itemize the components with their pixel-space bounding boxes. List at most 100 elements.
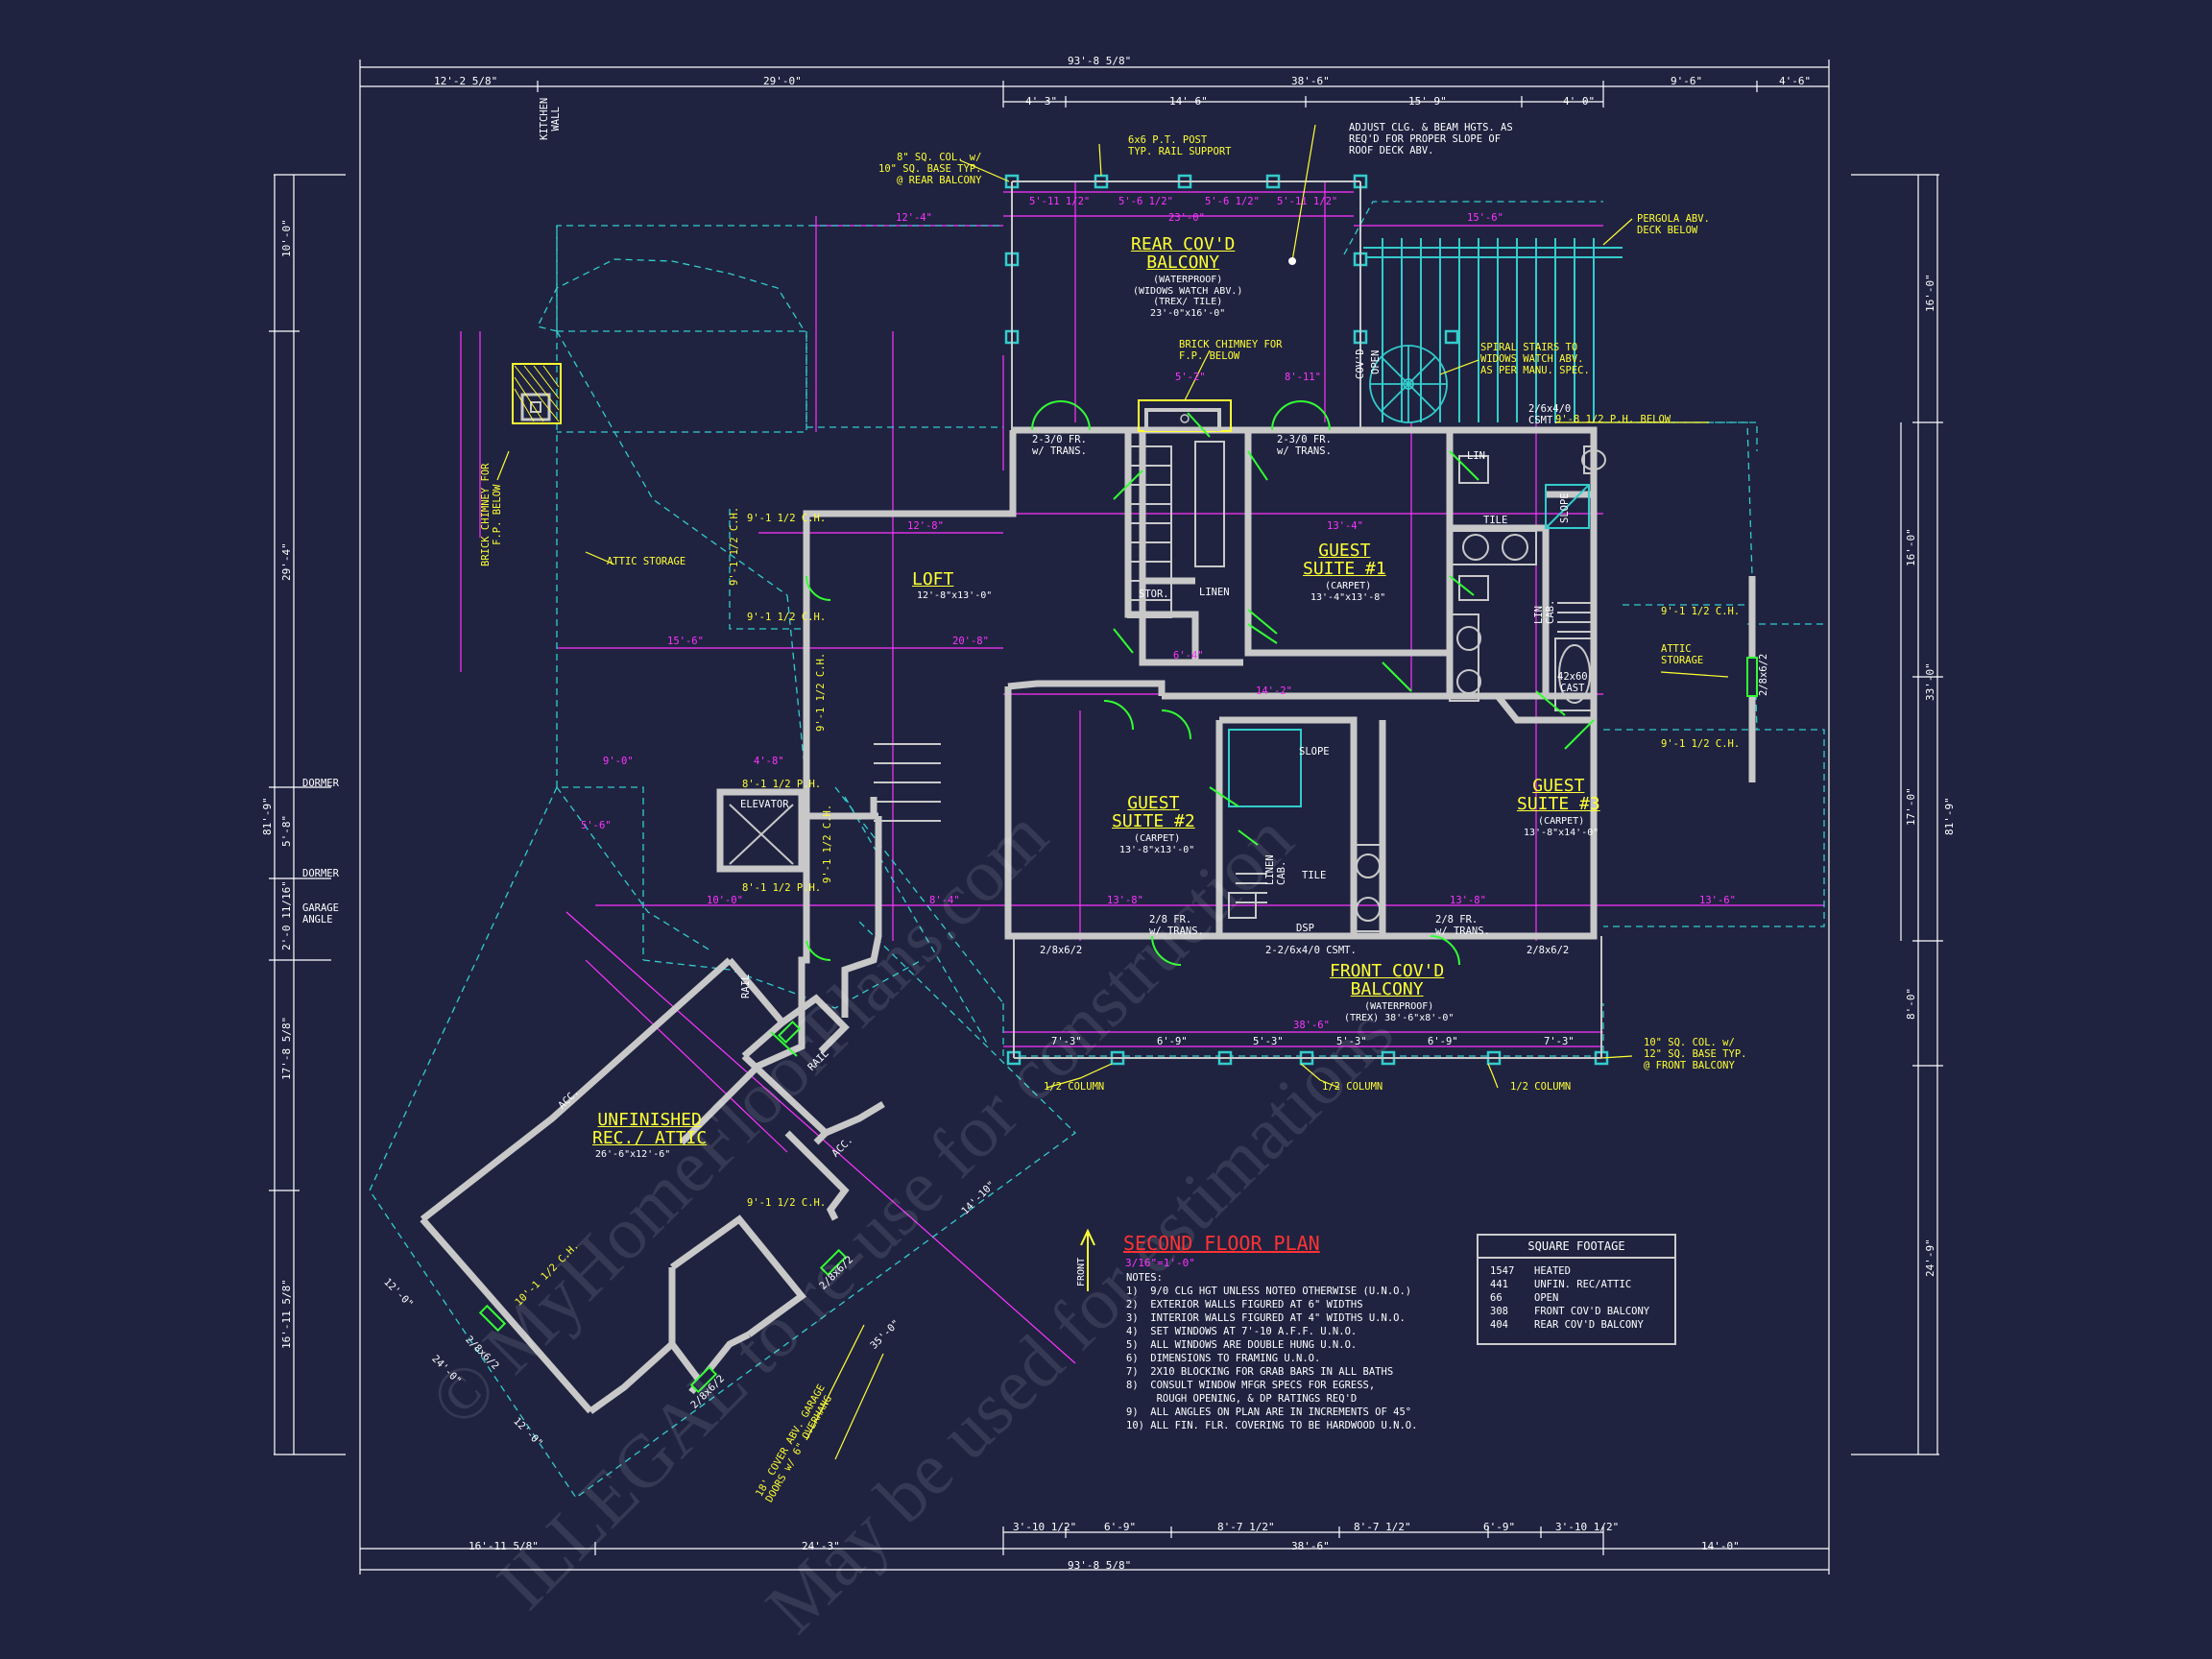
dim-top-8: 15'-9" — [1408, 95, 1447, 108]
window-label-a: 2/8x6/2 — [1040, 945, 1083, 956]
sqft-row-5-label: REAR COV'D BALCONY — [1534, 1319, 1644, 1331]
annotation-half-column-2: 1/2 COLUMN — [1322, 1081, 1383, 1093]
attic-storage-right: ATTIC STORAGE — [1661, 643, 1704, 667]
dim-inner-38-6: 38'-6" — [1293, 1020, 1330, 1031]
dimension-frame — [269, 60, 1943, 1575]
dim-inner-5-6c: 5'-6" — [581, 820, 612, 831]
annotation-front-casement: 2-2/6x4/0 CSMT. — [1265, 945, 1357, 956]
room-front-covd-balcony: FRONT COV'D BALCONY — [1330, 961, 1445, 999]
room-unfinished-rec-attic: UNFINISHED REC./ ATTIC — [592, 1110, 708, 1148]
dim-inner-6-9a: 6'-9" — [1157, 1036, 1188, 1047]
open-label: OPEN — [1370, 349, 1382, 374]
room-guest-suite-3-sub: (CARPET) 13'-8"x14'-0" — [1524, 816, 1599, 838]
annotation-spiral-stairs: SPIRAL STAIRS TO WIDOWS WATCH ABV. AS PE… — [1480, 342, 1590, 377]
note-1: 1) 9/0 CLG HGT UNLESS NOTED OTHERWISE (U… — [1126, 1286, 1412, 1297]
dim-inner-13-8b: 13'-8" — [1450, 895, 1486, 906]
dim-inner-12-4: 12'-4" — [896, 212, 932, 224]
note-4: 4) SET WINDOWS AT 7'-10 A.F.F. U.N.O. — [1126, 1326, 1358, 1337]
ch-label-3: 9'-1 1/2 C.H. — [729, 506, 740, 586]
notes-title: NOTES: — [1126, 1272, 1163, 1284]
dim-inner-13-4: 13'-4" — [1327, 520, 1363, 532]
room-rear-covd-balcony: REAR COV'D BALCONY — [1131, 234, 1236, 273]
sqft-row-2-label: UNFIN. REC/ATTIC — [1534, 1279, 1632, 1290]
sqft-row-1-label: HEATED — [1534, 1265, 1571, 1277]
note-5: 5) ALL WINDOWS ARE DOUBLE HUNG U.N.O. — [1126, 1339, 1358, 1351]
covd-label: COV'D — [1355, 349, 1366, 379]
windows — [478, 657, 1758, 1394]
note-6: 6) DIMENSIONS TO FRAMING U.N.O. — [1126, 1353, 1321, 1364]
annotation-ph-left-2: 8'-1 1/2 P.H. — [742, 882, 822, 894]
note-8: 8) CONSULT WINDOW MFGR SPECS FOR EGRESS, — [1126, 1380, 1376, 1391]
note-7: 7) 2X10 BLOCKING FOR GRAB BARS IN ALL BA… — [1126, 1366, 1394, 1378]
annotation-rear-column: 8" SQ. COL. w/ 10" SQ. BASE TYP. @ REAR … — [878, 152, 982, 187]
dim-inner-13-6: 13'-6" — [1699, 895, 1736, 906]
linen-cab-label: LINEN CAB. — [1264, 854, 1287, 885]
dim-bottom-5: 3'-10 1/2" — [1013, 1521, 1077, 1533]
attic-storage-left: ATTIC STORAGE — [607, 556, 686, 567]
elevator-label: ELEVATOR — [740, 799, 789, 810]
dim-inner-15-6: 15'-6" — [1467, 212, 1503, 224]
dim-inner-23-0: 23'-0" — [1168, 212, 1205, 224]
annotation-half-column-1: 1/2 COLUMN — [1044, 1081, 1105, 1093]
dim-left-2: 29'-4" — [280, 542, 293, 581]
dim-inner-4-8: 4'-8" — [754, 756, 784, 767]
annotation-rear-casement: 2/6x4/0 CSMT. — [1528, 403, 1572, 427]
dim-inner-8-4: 8'-4" — [929, 895, 960, 906]
annotation-trans-3: 2/8 FR. w/ TRANS. — [1149, 914, 1204, 938]
annotation-half-column-3: 1/2 COLUMN — [1510, 1081, 1572, 1093]
room-guest-suite-2-sub: (CARPET) 13'-8"x13'-0" — [1119, 833, 1195, 855]
dormer-label-1: DORMER — [302, 778, 339, 789]
dim-top-6: 4'-3" — [1025, 95, 1058, 108]
dormer-label-2: DORMER — [302, 868, 339, 879]
dim-top-5: 4'-6" — [1779, 75, 1812, 87]
room-guest-suite-3: GUEST SUITE #3 — [1517, 776, 1600, 814]
annotation-pergola: PERGOLA ABV. DECK BELOW — [1637, 213, 1710, 237]
plan-title: SECOND FLOOR PLAN — [1123, 1232, 1320, 1255]
elevator-shaft — [729, 804, 794, 865]
window-label-b: 2/8x6/2 — [1527, 945, 1570, 956]
dim-right-1: 16'-0" — [1924, 274, 1936, 312]
dim-bottom-2: 24'-3" — [802, 1540, 840, 1552]
doors — [770, 400, 1595, 1057]
dim-inner-5-3b: 5'-3" — [1336, 1036, 1367, 1047]
dim-inner-7-3a: 7'-3" — [1051, 1036, 1082, 1047]
room-guest-suite-1: GUEST SUITE #1 — [1303, 541, 1386, 579]
pergola — [1363, 238, 1623, 422]
dim-bottom-3: 38'-6" — [1291, 1540, 1330, 1552]
dim-top-9: 4'-0" — [1563, 95, 1596, 108]
dim-top-1: 12'-2 5/8" — [434, 75, 498, 87]
interior-dimension-lines — [460, 182, 1824, 1364]
annotation-ph-left-1: 8'-1 1/2 P.H. — [742, 779, 822, 790]
dim-right-5: 17'-0" — [1905, 787, 1917, 826]
dim-inner-12-8: 12'-8" — [907, 520, 944, 532]
dim-bottom-8: 8'-7 1/2" — [1354, 1521, 1411, 1533]
sqft-row-3-value: 66 — [1490, 1292, 1503, 1304]
ch-label-9: 9'-1 1/2 C.H. — [747, 1197, 827, 1209]
annotation-dsp: DSP — [1296, 923, 1314, 934]
note-10: 10) ALL FIN. FLR. COVERING TO BE HARDWOO… — [1126, 1420, 1418, 1431]
dim-bottom-1: 16'-11 5/8" — [469, 1540, 539, 1552]
walls — [420, 426, 1756, 1414]
stairs — [874, 441, 1594, 903]
ch-label-5: 9'-1 1/2 C.H. — [822, 804, 833, 883]
dim-inner-6-9b: 6'-9" — [1428, 1036, 1458, 1047]
annotation-trans-1: 2-3/0 FR. w/ TRANS. — [1032, 434, 1087, 458]
room-front-covd-balcony-sub: (WATERPROOF) (TREX) 38'-6"x8'-0" — [1344, 1001, 1455, 1023]
ch-label-1: 9'-1 1/2 C.H. — [747, 513, 827, 524]
dim-top-7: 14'-6" — [1169, 95, 1208, 108]
note-3: 3) INTERIOR WALLS FIGURED AT 4" WIDTHS U… — [1126, 1312, 1406, 1324]
dim-top-4: 9'-6" — [1671, 75, 1703, 87]
tile-label-2: TILE — [1302, 870, 1327, 881]
dim-inner-20-8: 20'-8" — [952, 636, 989, 647]
note-2: 2) EXTERIOR WALLS FIGURED AT 6" WIDTHS — [1126, 1299, 1363, 1310]
cast-tub-label: 42x60 CAST — [1557, 671, 1588, 695]
slope-label-2: SLOPE — [1299, 746, 1330, 757]
dim-bottom-6: 6'-9" — [1104, 1521, 1137, 1533]
dim-left-5: 2'-0 11/16" — [280, 880, 293, 950]
annotation-chimney-fp: BRICK CHIMNEY FOR F.P. BELOW — [1179, 339, 1283, 363]
dim-top-2: 29'-0" — [763, 75, 802, 87]
slope-label-1: SLOPE — [1559, 493, 1571, 523]
sqft-row-4-label: FRONT COV'D BALCONY — [1534, 1306, 1650, 1317]
dim-inner-5-2: 5'-2" — [1175, 372, 1206, 383]
sqft-row-4-value: 308 — [1490, 1306, 1508, 1317]
